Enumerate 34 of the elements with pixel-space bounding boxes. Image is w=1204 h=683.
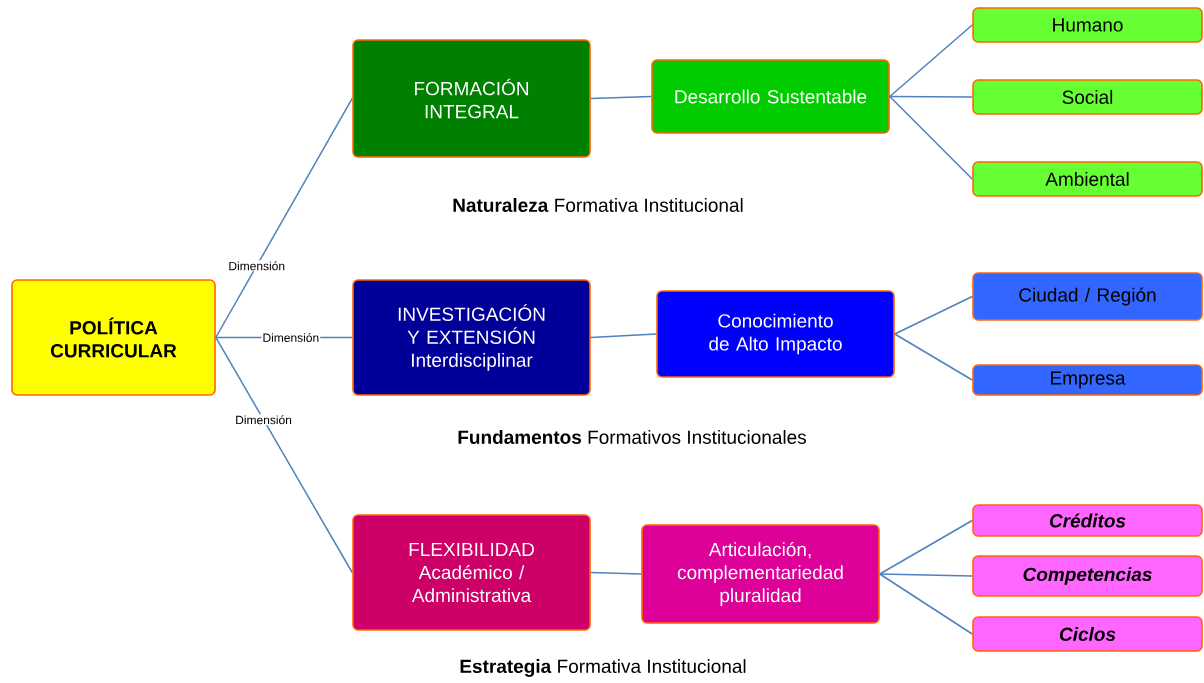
concept-box: Ciudad / Región	[972, 272, 1203, 321]
concept-box: Ambiental	[972, 161, 1203, 197]
connector-line	[590, 333, 657, 339]
connector-line	[889, 95, 973, 98]
connector-line	[889, 95, 973, 180]
concept-box: Conocimiento de Alto Impacto	[656, 290, 895, 378]
concept-box: FLEXIBILIDAD Académico / Administrativa	[352, 514, 591, 631]
concept-box: POLÍTICA CURRICULAR	[11, 279, 216, 396]
connector-line	[894, 333, 973, 381]
connector-line	[879, 573, 973, 577]
concept-box: Articulación, complementariedad pluralidad	[641, 524, 880, 624]
connector-line	[894, 295, 973, 335]
connector-line	[879, 519, 973, 575]
concept-box: Competencias	[972, 555, 1203, 597]
concept-box: INVESTIGACIÓN Y EXTENSIÓN Interdisciplinar	[352, 279, 591, 396]
connector-line	[215, 336, 353, 574]
concept-box: Humano	[972, 7, 1203, 43]
concept-box: Desarrollo Sustentable	[651, 59, 890, 134]
concept-box: Créditos	[972, 504, 1203, 537]
caption-text: Fundamentos Formativos Institucionales	[458, 430, 806, 444]
edge-label: Dimensión	[234, 414, 293, 426]
concept-box: Empresa	[972, 364, 1203, 396]
connector-line	[879, 573, 973, 635]
concept-box: Ciclos	[972, 616, 1203, 652]
concept-box: FORMACIÓN INTEGRAL	[352, 39, 591, 158]
connector-line	[889, 24, 973, 98]
caption-text: Estrategia Formativa Institucional	[460, 659, 746, 677]
concept-box: Social	[972, 79, 1203, 115]
edge-label: Dimensión	[261, 332, 321, 343]
caption-text: Naturaleza Formativa Institucional	[453, 198, 743, 212]
connector-line	[590, 95, 652, 100]
edge-label: Dimensión	[227, 260, 287, 272]
connector-line	[590, 571, 642, 575]
connector-line	[215, 97, 353, 339]
